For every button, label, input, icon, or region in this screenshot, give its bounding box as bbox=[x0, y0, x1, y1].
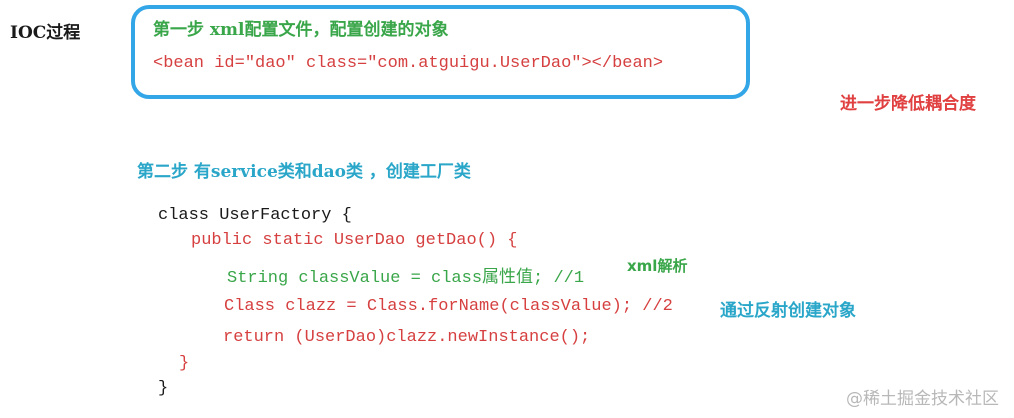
step1-box bbox=[131, 5, 750, 99]
code-line-forname: Class clazz = Class.forName(classValue);… bbox=[224, 297, 673, 316]
watermark: @稀土掘金技术社区 bbox=[846, 389, 999, 409]
bean-config-code: <bean id="dao" class="com.atguigu.UserDa… bbox=[153, 54, 664, 73]
code-line-class-value: String classValue = class属性值; //1 bbox=[227, 269, 585, 288]
step2-label: 第二步 有service类和dao类 ，创建工厂类 bbox=[137, 162, 471, 182]
code-comment-xml-parse: xml解析 bbox=[627, 257, 688, 275]
step1-label: 第一步 xml配置文件，配置创建的对象 bbox=[153, 20, 449, 40]
side-note: 进一步降低耦合度 bbox=[840, 94, 976, 114]
code-line-class-close: } bbox=[158, 379, 169, 398]
code-comment-reflection: 通过反射创建对象 bbox=[720, 301, 856, 321]
code-line-method-close: } bbox=[179, 354, 190, 373]
page-title: IOC过程 bbox=[10, 23, 81, 43]
code-line-class-decl: class UserFactory { bbox=[158, 206, 352, 225]
code-line-method-decl: public static UserDao getDao() { bbox=[191, 231, 518, 250]
code-line-return: return (UserDao)clazz.newInstance(); bbox=[223, 328, 591, 347]
